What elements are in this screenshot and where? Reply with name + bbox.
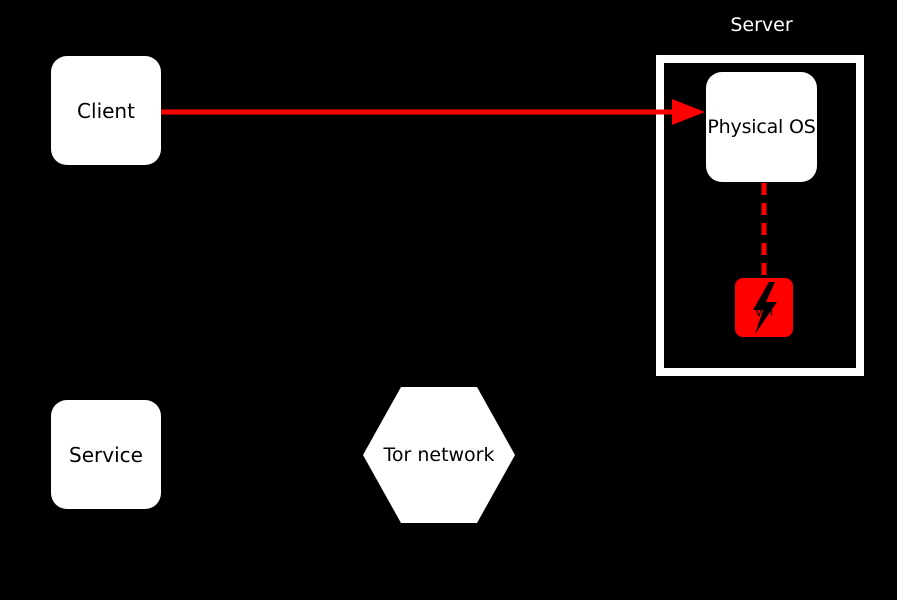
service-node-label: Service — [69, 442, 143, 467]
server-group — [656, 55, 864, 376]
tor-network-node[interactable]: Tor network — [363, 387, 515, 523]
vm-lightning-icon[interactable]: VM — [733, 276, 795, 339]
physical-os-node-label: Physical OS — [707, 116, 816, 138]
client-node[interactable]: Client — [51, 56, 161, 165]
client-node-label: Client — [77, 98, 135, 123]
tor-network-node-label: Tor network — [383, 444, 495, 466]
service-node[interactable]: Service — [51, 400, 161, 509]
hexagon-shape — [363, 387, 515, 523]
server-group-label: Server — [730, 14, 793, 36]
physical-os-node[interactable]: Physical OS — [706, 72, 817, 182]
arrowhead-icon — [672, 99, 705, 125]
vm-icon-text: VM — [755, 305, 774, 319]
